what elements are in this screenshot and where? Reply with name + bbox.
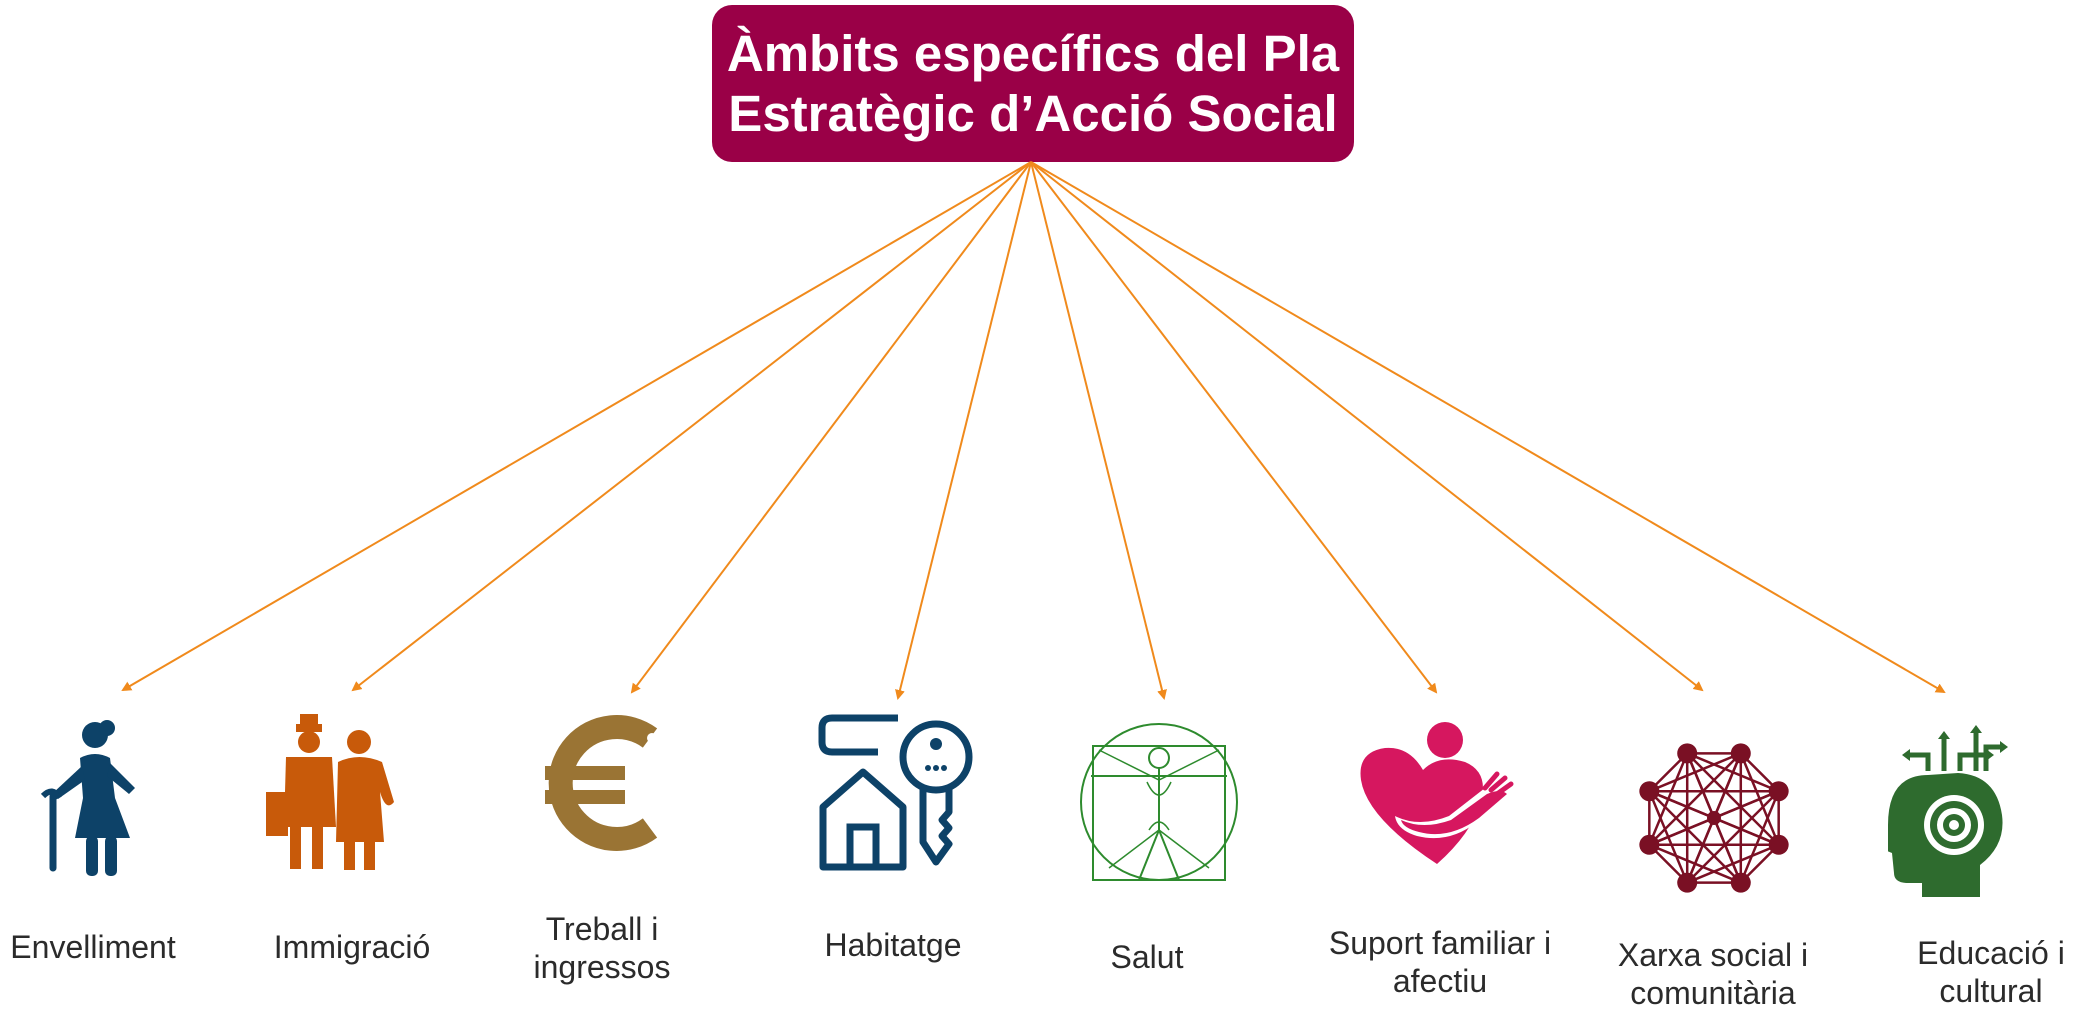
arrow-envelliment <box>121 161 1032 692</box>
label-suport-line-1: Suport familiar i <box>1328 925 1552 961</box>
heart-hug-icon <box>1360 722 1514 864</box>
arrow-immigracio <box>351 161 1032 692</box>
network-node <box>1639 781 1660 802</box>
label-envelliment-line-1: Envelliment <box>10 929 176 965</box>
network-edge <box>1686 752 1780 846</box>
network-node <box>1677 743 1698 764</box>
arrow-salut <box>1030 161 1167 700</box>
network-edge <box>1648 790 1742 884</box>
network-edge <box>1712 752 1742 819</box>
label-immigracio-line-1: Immigració <box>273 929 431 965</box>
network-edge <box>1686 817 1716 884</box>
network-edge <box>1648 816 1715 846</box>
network-node <box>1730 743 1751 764</box>
label-xarxa-line-1: Xarxa social i <box>1617 937 1809 973</box>
network-node <box>1768 781 1789 802</box>
arrow-xarxa <box>1030 161 1704 692</box>
title-line-2: Estratègic d’Acció Social <box>728 84 1338 142</box>
network-edge <box>1713 816 1780 846</box>
label-educacio: Educació i cultural <box>1861 934 2076 1010</box>
network-node <box>1677 872 1698 893</box>
house-key-icon <box>818 714 973 871</box>
label-educacio-line-2: cultural <box>1939 973 2043 1009</box>
network-edge <box>1739 790 1780 884</box>
arrow-educacio <box>1030 161 1946 694</box>
network-node <box>1639 834 1660 855</box>
title-line-1: Àmbits específics del Pla <box>726 24 1340 82</box>
network-edge <box>1712 817 1742 884</box>
label-xarxa: Xarxa social i comunitària <box>1583 936 1843 1012</box>
label-envelliment: Envelliment <box>0 928 223 966</box>
vitruvian-man-icon <box>1080 723 1238 881</box>
elderly-person-icon <box>40 720 135 876</box>
label-educacio-line-1: Educació i <box>1917 935 2065 971</box>
network-node <box>1730 872 1751 893</box>
euro-icon <box>545 715 658 851</box>
title-box: Àmbits específics del Pla Estratègic d’A… <box>712 5 1354 162</box>
label-treball: Treball i ingressos <box>472 910 732 986</box>
label-habitatge: Habitatge <box>763 926 1023 964</box>
network-edge <box>1713 790 1780 820</box>
network-node <box>1768 834 1789 855</box>
label-salut-line-1: Salut <box>1110 939 1184 975</box>
network-edge <box>1686 752 1716 819</box>
label-immigracio: Immigració <box>222 928 482 966</box>
label-xarxa-line-2: comunitària <box>1630 975 1796 1011</box>
arrow-treball <box>630 161 1032 694</box>
label-habitatge-line-1: Habitatge <box>824 927 962 963</box>
head-target-icon <box>1888 725 2008 897</box>
network-node <box>1707 811 1721 825</box>
label-salut: Salut <box>1017 938 1277 976</box>
network-edge <box>1648 790 1715 820</box>
label-treball-line-2: ingressos <box>533 949 671 985</box>
label-treball-line-1: Treball i <box>545 911 659 947</box>
arrow-suport <box>1030 161 1438 694</box>
label-suport-line-2: afectiu <box>1392 963 1488 999</box>
network-edge <box>1648 752 1742 846</box>
network-icon <box>1639 743 1789 893</box>
arrow-habitatge <box>895 161 1032 700</box>
network-edge <box>1686 790 1780 884</box>
label-suport: Suport familiar i afectiu <box>1310 924 1570 1000</box>
migrants-icon <box>266 714 394 870</box>
